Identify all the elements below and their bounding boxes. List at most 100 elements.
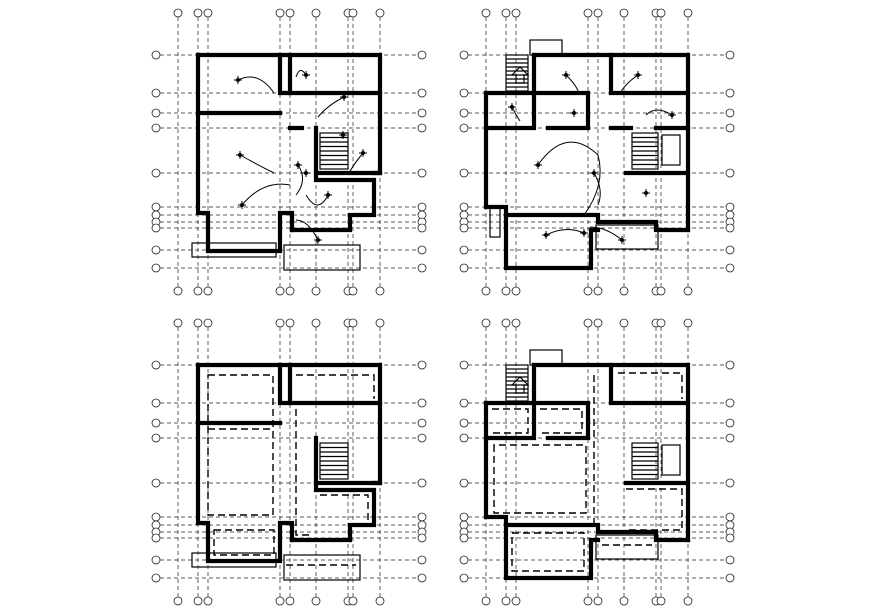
grid-bubble-icon xyxy=(375,318,385,328)
grid-bubble-icon xyxy=(459,263,469,273)
grid-bubble-icon xyxy=(593,286,603,296)
grid-bubble-icon xyxy=(459,512,469,522)
grid-bubble-icon xyxy=(511,318,521,328)
grid-bubble-icon xyxy=(725,573,735,583)
grid-bubble-icon xyxy=(459,360,469,370)
grid-bubble-icon xyxy=(275,8,285,18)
grid-bubble-icon xyxy=(375,596,385,606)
switch-wire xyxy=(241,183,291,206)
wall xyxy=(483,400,691,543)
grid-bubble-icon xyxy=(459,418,469,428)
porch-outline xyxy=(283,554,361,581)
switch-wire xyxy=(295,164,303,196)
switch-wire xyxy=(589,226,623,241)
grid-bubble-icon xyxy=(151,245,161,255)
switch-wire xyxy=(295,70,307,78)
light-fixture-icon xyxy=(570,109,578,117)
grid-bubble-icon xyxy=(417,223,427,233)
wall xyxy=(195,362,295,564)
grid-bubble-icon xyxy=(151,418,161,428)
grid-bubble-icon xyxy=(501,286,511,296)
grid-bubble-icon xyxy=(583,318,593,328)
grid-bubble-icon xyxy=(151,433,161,443)
grid-bubble-icon xyxy=(417,202,427,212)
grid-bubble-icon xyxy=(459,398,469,408)
conduit-run xyxy=(213,529,275,556)
porch-outline xyxy=(595,534,659,560)
grid-bubble-icon xyxy=(683,318,693,328)
grid-bubble-icon xyxy=(151,223,161,233)
grid-bubble-icon xyxy=(725,478,735,488)
grid-bubble-icon xyxy=(481,286,491,296)
entry-arrow-icon xyxy=(510,66,530,84)
grid-bubble-icon xyxy=(417,360,427,370)
conduit-run xyxy=(207,374,274,516)
grid-bubble-icon xyxy=(583,596,593,606)
grid-bubble-icon xyxy=(311,8,321,18)
grid-bubble-icon xyxy=(725,263,735,273)
grid-bubble-icon xyxy=(725,123,735,133)
wall xyxy=(195,52,295,254)
grid-bubble-icon xyxy=(583,8,593,18)
grid-bubble-icon xyxy=(348,286,358,296)
grid-bubble-icon xyxy=(311,318,321,328)
grid-bubble-icon xyxy=(151,478,161,488)
switch-wire xyxy=(347,152,364,176)
wall xyxy=(277,362,293,406)
grid-bubble-icon xyxy=(459,123,469,133)
grid-bubble-icon xyxy=(511,286,521,296)
grid-bubble-icon xyxy=(593,8,603,18)
lower-right-conduit-plan xyxy=(459,318,735,606)
grid-bubble-icon xyxy=(725,512,735,522)
grid-bubble-icon xyxy=(151,360,161,370)
wall xyxy=(289,170,377,233)
switch-wire xyxy=(537,141,601,216)
grid-bubble-icon xyxy=(151,398,161,408)
grid-bubble-icon xyxy=(459,478,469,488)
entry-hatch xyxy=(505,364,529,402)
grid-bubble-icon xyxy=(725,418,735,428)
grid-bubble-icon xyxy=(725,108,735,118)
porch-outline xyxy=(595,224,659,250)
grid-bubble-icon xyxy=(311,286,321,296)
grid-bubble-icon xyxy=(725,433,735,443)
grid-bubble-icon xyxy=(725,202,735,212)
grid-bubble-icon xyxy=(203,596,213,606)
conduit-run xyxy=(492,408,529,434)
balcony-rail xyxy=(191,242,277,258)
grid-bubble-icon xyxy=(459,108,469,118)
grid-bubble-icon xyxy=(593,318,603,328)
wall xyxy=(608,52,691,96)
grid-bubble-icon xyxy=(459,245,469,255)
stair-icon xyxy=(319,132,349,170)
grid-bubble-icon xyxy=(459,50,469,60)
switch-wire xyxy=(237,76,275,94)
grid-bubble-icon xyxy=(417,398,427,408)
grid-bubble-icon xyxy=(501,8,511,18)
stair-icon xyxy=(319,442,349,480)
canopy-outline xyxy=(529,349,563,366)
grid-bubble-icon xyxy=(417,168,427,178)
wall xyxy=(503,522,601,581)
grid-bubble-icon xyxy=(501,318,511,328)
grid-bubble-icon xyxy=(417,555,427,565)
grid-bubble-icon xyxy=(193,8,203,18)
grid-bubble-icon xyxy=(725,245,735,255)
wall xyxy=(483,400,537,441)
switch-wire xyxy=(317,96,345,118)
grid-bubble-icon xyxy=(459,573,469,583)
grid-bubble-icon xyxy=(151,50,161,60)
grid-bubble-icon xyxy=(151,202,161,212)
wall xyxy=(277,52,293,96)
grid-bubble-icon xyxy=(619,318,629,328)
grid-bubble-icon xyxy=(725,50,735,60)
grid-bubble-icon xyxy=(275,286,285,296)
light-fixture-icon xyxy=(339,131,347,139)
grid-bubble-icon xyxy=(417,263,427,273)
grid-bubble-icon xyxy=(417,573,427,583)
grid-bubble-icon xyxy=(151,533,161,543)
grid-bubble-icon xyxy=(683,596,693,606)
grid-bubble-icon xyxy=(725,223,735,233)
grid-bubble-icon xyxy=(417,533,427,543)
